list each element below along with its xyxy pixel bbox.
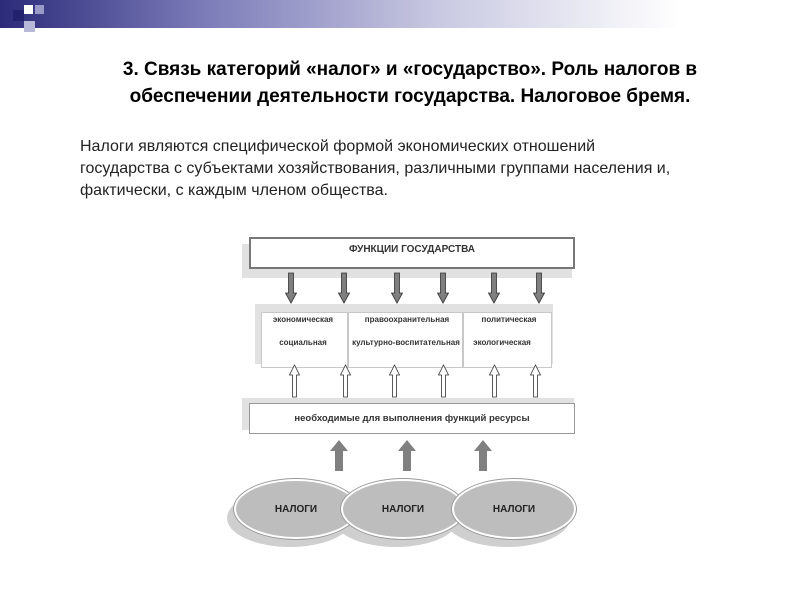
decor-square-mid	[35, 5, 44, 14]
tax-label-1: НАЛОГИ	[274, 503, 318, 515]
body-line-3: фактически, с каждым членом общества.	[80, 182, 388, 199]
func-box-right	[463, 312, 552, 368]
decor-square-light	[24, 21, 35, 32]
arrow-down-6	[532, 272, 546, 304]
body-line-2: государства с субъектами хозяйствования,…	[80, 160, 671, 177]
state-functions-label: ФУНКЦИИ ГОСУДАРСТВА	[348, 244, 476, 255]
decor-square-white	[24, 5, 33, 14]
header-gradient-bar	[0, 0, 800, 28]
arrow-up-2	[339, 364, 352, 398]
arrow-down-3	[390, 272, 404, 304]
func-law-enforcement: правоохранительная	[364, 315, 450, 324]
arrow-down-5	[487, 272, 501, 304]
func-political: политическая	[481, 315, 537, 324]
func-box-left	[261, 312, 348, 368]
arrow-tax-1	[330, 440, 348, 471]
up-arrows-group	[288, 364, 542, 398]
func-ecological: экологическая	[473, 338, 531, 347]
down-arrows-group	[284, 272, 546, 304]
arrow-up-6	[529, 364, 542, 398]
arrow-up-1	[288, 364, 301, 398]
arrow-up-5	[488, 364, 501, 398]
func-box-middle	[348, 312, 463, 368]
tax-ellipse-2: НАЛОГИ	[341, 479, 465, 539]
func-social: социальная	[279, 338, 327, 347]
arrow-up-4	[437, 364, 450, 398]
resources-box: необходимые для выполнения функций ресур…	[249, 403, 575, 434]
body-line-1: Налоги являются специфической формой эко…	[80, 138, 596, 155]
slide-body: Налоги являются специфической формой эко…	[80, 136, 760, 202]
arrow-tax-2	[398, 440, 416, 471]
tax-arrows-group	[330, 440, 492, 471]
tax-label-3: НАЛОГИ	[492, 503, 536, 515]
arrow-down-1	[284, 272, 298, 304]
state-functions-box: ФУНКЦИИ ГОСУДАРСТВА	[249, 237, 575, 269]
decor-square-dark	[13, 10, 24, 21]
title-line-2: обеспечении деятельности государства. На…	[129, 86, 691, 107]
arrow-down-2	[337, 272, 351, 304]
slide-title: 3. Связь категорий «налог» и «государств…	[60, 56, 760, 110]
tax-ellipse-3: НАЛОГИ	[452, 479, 576, 539]
arrow-up-3	[388, 364, 401, 398]
arrow-down-4	[436, 272, 450, 304]
tax-ellipse-1: НАЛОГИ	[234, 479, 358, 539]
tax-label-2: НАЛОГИ	[381, 503, 425, 515]
func-economic: экономическая	[272, 315, 334, 324]
func-cultural-educational: культурно-воспитательная	[352, 338, 460, 347]
title-line-1: 3. Связь категорий «налог» и «государств…	[122, 59, 698, 80]
resources-label: необходимые для выполнения функций ресур…	[294, 413, 530, 424]
arrow-tax-3	[474, 440, 492, 471]
